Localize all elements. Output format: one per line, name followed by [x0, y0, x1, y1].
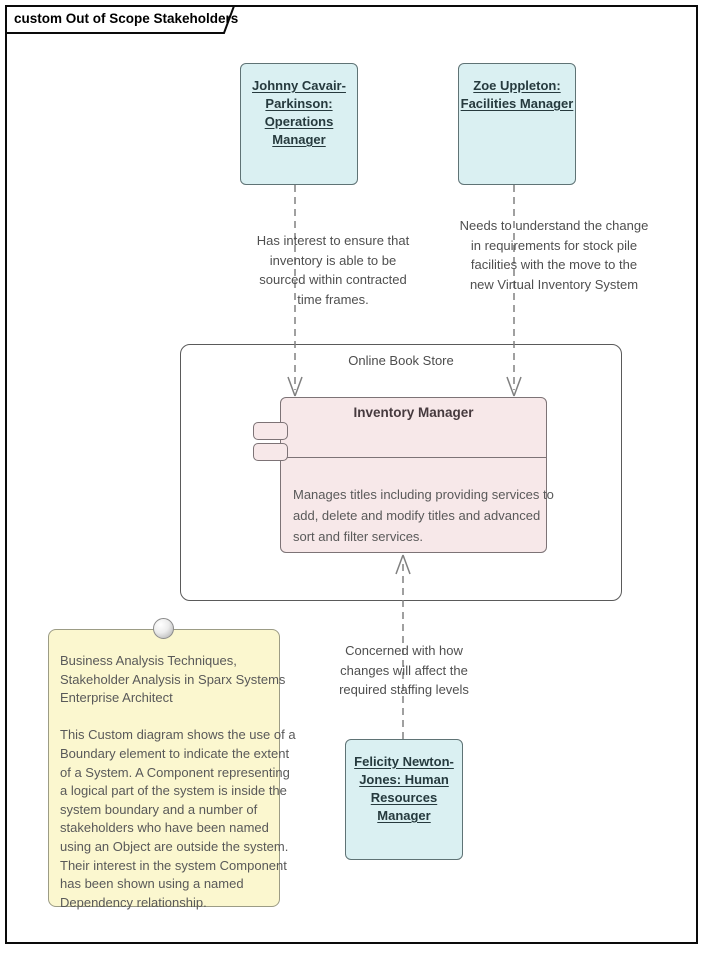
dependency-label-johnny: Has interest to ensure that inventory is… [256, 233, 410, 307]
stakeholder-johnny-cavair-parkinson: Johnny Cavair- Parkinson: Operations Man… [240, 63, 358, 185]
dependency-label-zoe: Needs to understand the change in requir… [459, 218, 649, 292]
component-icon-tab [253, 422, 288, 440]
component-icon-tab [253, 443, 288, 461]
frame-tab-shape [5, 5, 236, 34]
stakeholder-felicity-newton-jones: Felicity Newton- Jones: Human Resources … [345, 739, 463, 860]
component-inventory-manager: Inventory Manager Manages titles includi… [280, 397, 554, 553]
diagram-frame-tab: custom Out of Scope Stakeholders [5, 5, 239, 35]
component-description: Manages titles including providing servi… [293, 487, 554, 544]
note-pin-icon [153, 618, 174, 639]
system-boundary: Online Book Store [180, 344, 622, 601]
component-title: Inventory Manager [281, 398, 546, 458]
stakeholder-zoe-uppleton: Zoe Uppleton: Facilities Manager [458, 63, 576, 185]
note-text: Business Analysis Techniques, Stakeholde… [60, 653, 296, 910]
dependency-label-felicity: Concerned with how changes will affect t… [339, 643, 469, 697]
diagram-frame [5, 5, 698, 944]
frame-label: custom Out of Scope Stakeholders [14, 11, 239, 26]
note: Business Analysis Techniques, Stakeholde… [48, 629, 296, 910]
boundary-label: Online Book Store [348, 353, 454, 368]
